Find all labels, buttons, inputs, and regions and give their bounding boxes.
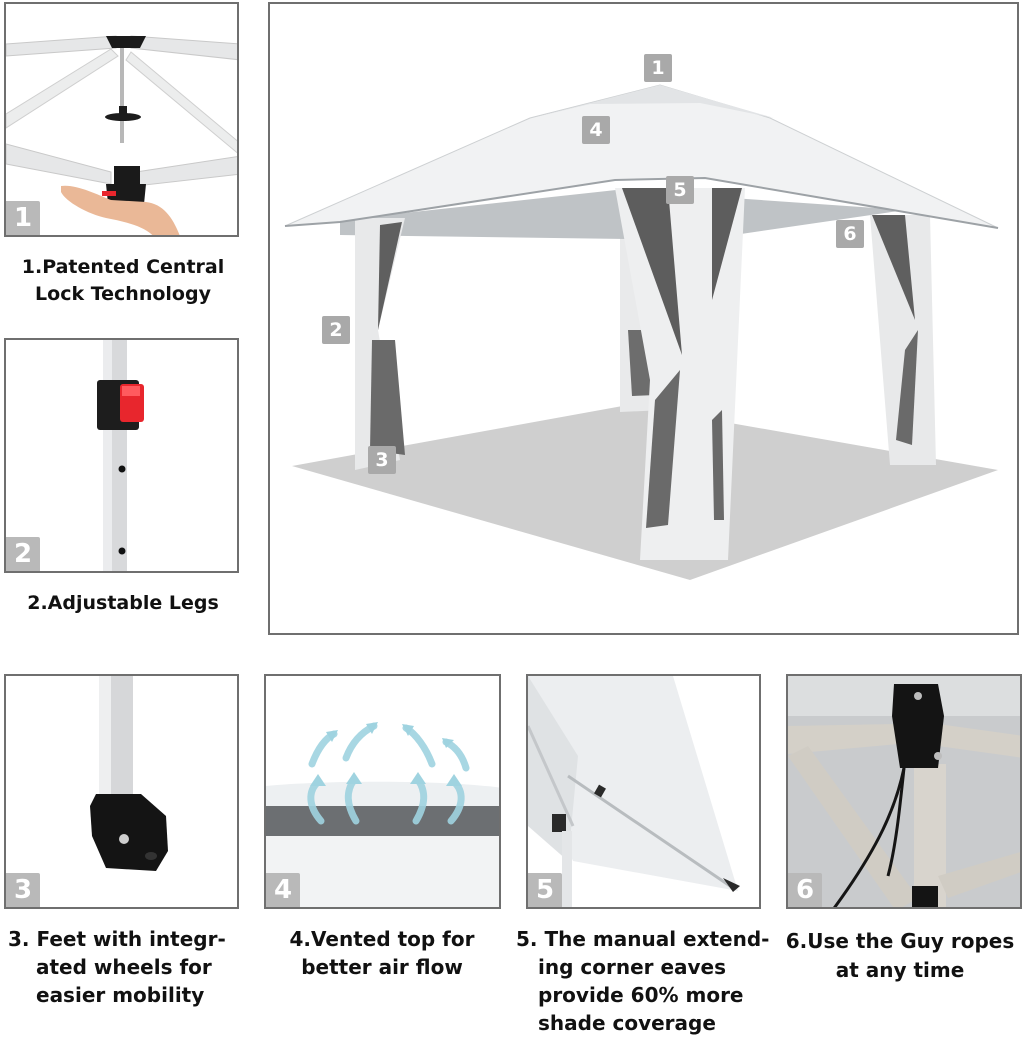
feature-panel-1: 1	[4, 2, 239, 237]
caption-line: provide 60% more	[538, 983, 744, 1007]
hero-marker-1: 1	[644, 54, 672, 82]
feature-number-badge: 4	[266, 873, 300, 907]
feature-panel-5: 5	[526, 674, 761, 909]
hero-marker-4: 4	[582, 116, 610, 144]
caption-line: 6.Use the Guy ropes	[785, 929, 1015, 953]
caption-line: 4.Vented top for	[289, 927, 475, 951]
hero-marker-3: 3	[368, 446, 396, 474]
guy-rope-image	[788, 676, 1020, 907]
central-lock-image	[6, 4, 237, 235]
corner-eave-image	[528, 676, 759, 907]
wheeled-foot-image	[6, 676, 237, 907]
feature-panel-3: 3	[4, 674, 239, 909]
caption-line: Lock Technology	[35, 283, 211, 305]
caption-line: 1.Patented Central	[21, 256, 225, 278]
feature-number-badge: 3	[6, 873, 40, 907]
feature-caption-6: 6.Use the Guy ropes at any time	[776, 927, 1024, 985]
feature-number-badge: 5	[528, 873, 562, 907]
feature-caption-5: 5. The manual extend- ing corner eaves p…	[516, 925, 776, 1037]
hero-marker-6: 6	[836, 220, 864, 248]
feature-panel-2: 2	[4, 338, 239, 573]
caption-line: ated wheels for	[36, 955, 212, 979]
hero-gazebo-panel: 1 4 5 2 6 3	[268, 2, 1019, 635]
caption-line: 3. Feet with integr-	[8, 927, 226, 951]
feature-panel-4: 4	[264, 674, 501, 909]
feature-panel-6: 6	[786, 674, 1022, 909]
caption-line: at any time	[835, 958, 965, 982]
caption-line: shade coverage	[538, 1011, 716, 1035]
caption-line: 2.Adjustable Legs	[27, 592, 219, 614]
gazebo-illustration	[270, 4, 1017, 633]
hero-marker-2: 2	[322, 316, 350, 344]
caption-line: ing corner eaves	[538, 955, 727, 979]
hero-marker-5: 5	[666, 176, 694, 204]
feature-number-badge: 2	[6, 537, 40, 571]
caption-line: easier mobility	[36, 983, 205, 1007]
feature-caption-1: 1.Patented Central Lock Technology	[8, 254, 238, 308]
caption-line: better air flow	[301, 955, 463, 979]
feature-number-badge: 6	[788, 873, 822, 907]
feature-caption-4: 4.Vented top for better air flow	[262, 925, 502, 981]
feature-caption-2: 2.Adjustable Legs	[8, 590, 238, 617]
feature-number-badge: 1	[6, 201, 40, 235]
feature-caption-3: 3. Feet with integr- ated wheels for eas…	[8, 925, 248, 1009]
adjustable-leg-image	[6, 340, 237, 571]
vent-airflow-image	[266, 676, 499, 907]
caption-line: 5. The manual extend-	[516, 927, 770, 951]
